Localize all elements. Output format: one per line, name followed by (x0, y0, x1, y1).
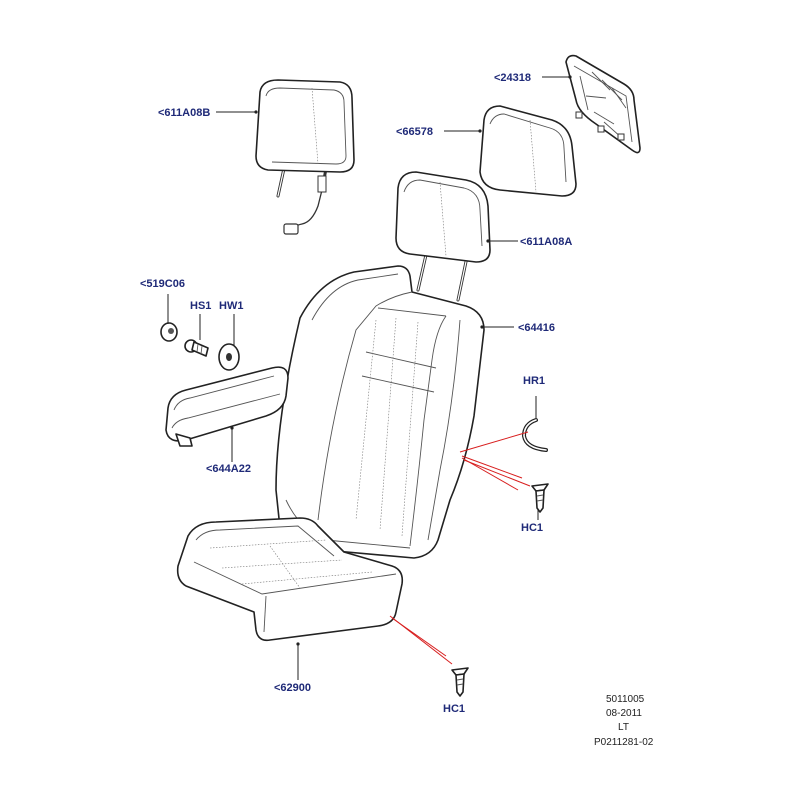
reference-date: 08-2011 (606, 708, 642, 719)
reference-drawing-id: P0211281-02 (594, 737, 654, 748)
callout-66578: <66578 (396, 126, 433, 138)
callout-611A08A: <611A08A (520, 236, 572, 248)
washer-HW1[interactable] (218, 343, 240, 371)
cap-519C06[interactable] (160, 322, 178, 342)
clip-HC1-lower[interactable] (451, 667, 469, 697)
headrest-frame-24318[interactable] (565, 54, 641, 154)
seat-cushion-62900[interactable] (176, 517, 404, 642)
callout-HC1-upper: HC1 (521, 522, 543, 534)
leader-lines (167, 75, 572, 680)
callout-HS1: HS1 (190, 300, 211, 312)
seat-back-64416[interactable] (275, 265, 485, 559)
reference-block: 5011005 08-2011 LT P0211281-02 (594, 694, 654, 748)
callout-HC1-lower: HC1 (443, 703, 465, 715)
screw-HS1[interactable] (184, 339, 209, 357)
callout-62900: <62900 (274, 682, 311, 694)
headrest-611A08B[interactable] (255, 79, 355, 235)
callout-HW1: HW1 (219, 300, 243, 312)
armrest-644A22[interactable] (165, 366, 289, 447)
callout-HR1: HR1 (523, 375, 545, 387)
callout-24318: <24318 (494, 72, 531, 84)
callout-611A08B: <611A08B (158, 107, 210, 119)
headrest-611A08A[interactable] (395, 171, 491, 302)
reference-code: LT (618, 722, 629, 733)
clip-HC1-upper[interactable] (531, 483, 549, 513)
headrest-cover-66578[interactable] (479, 105, 577, 197)
callout-644A22: <644A22 (206, 463, 251, 475)
hook-HR1[interactable] (521, 418, 548, 452)
reference-number: 5011005 (606, 694, 645, 705)
callout-519C06: <519C06 (140, 278, 185, 290)
callout-64416: <64416 (518, 322, 555, 334)
